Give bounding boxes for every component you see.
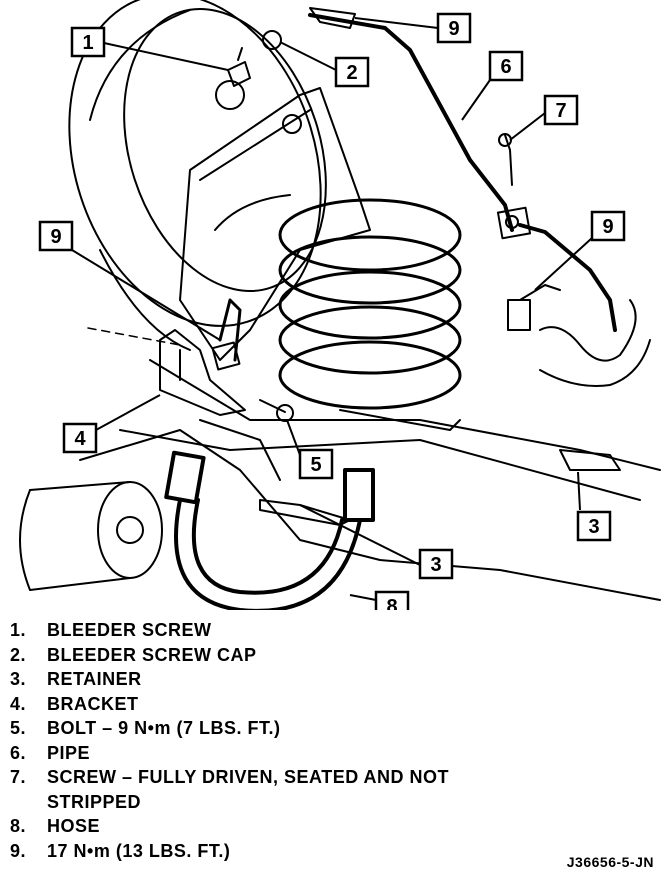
bushing: [19, 481, 163, 591]
callout-2: 2: [334, 56, 370, 88]
legend-label: 17 N•m (13 LBS. FT.): [47, 840, 231, 861]
svg-text:3: 3: [430, 554, 441, 576]
brake-line-diagram: 1 2 9 6 7 9 9 4: [19, 0, 661, 610]
legend-label: RETAINER: [47, 669, 142, 689]
brake-pipe: [308, 13, 617, 332]
retainer-clip: [259, 449, 621, 526]
svg-text:9: 9: [50, 226, 61, 248]
brake-hose: [164, 450, 375, 610]
svg-text:9: 9: [448, 18, 459, 40]
legend-number: 3.: [10, 669, 27, 689]
callout-4: 4: [62, 422, 98, 454]
svg-text:3: 3: [588, 516, 599, 538]
callout-9-right: 9: [590, 210, 626, 242]
callout-9-left: 9: [38, 220, 74, 252]
legend-label: HOSE: [47, 816, 101, 836]
lower-control-arm: [79, 359, 661, 601]
svg-text:1: 1: [82, 32, 93, 54]
legend-label: SCREW – FULLY DRIVEN, SEATED AND NOT STR…: [47, 767, 450, 812]
callout-9-top: 9: [436, 12, 472, 44]
legend-item: 3. RETAINER: [10, 667, 650, 692]
pipe-bracket: [496, 133, 532, 240]
legend-number: 1.: [10, 620, 27, 640]
leader-lines: [71, 17, 593, 601]
callout-3-right: 3: [576, 510, 612, 542]
legend-number: 9.: [10, 840, 27, 861]
hose-bracket: [159, 329, 246, 416]
svg-text:5: 5: [310, 454, 321, 476]
parts-legend: 1. BLEEDER SCREW 2. BLEEDER SCREW CAP 3.…: [10, 618, 650, 863]
legend-label: BLEEDER SCREW CAP: [47, 644, 257, 665]
svg-text:7: 7: [555, 100, 566, 122]
legend-number: 2.: [10, 644, 27, 665]
callout-8: 8: [374, 590, 410, 610]
legend-number: 6.: [10, 742, 27, 763]
callout-5: 5: [298, 448, 334, 480]
svg-text:2: 2: [346, 62, 357, 84]
legend-number: 5.: [10, 718, 27, 738]
legend-item: 2. BLEEDER SCREW CAP: [10, 643, 650, 668]
callout-7: 7: [543, 94, 579, 126]
svg-text:8: 8: [386, 596, 397, 610]
legend-item: 5. BOLT – 9 N•m (7 LBS. FT.): [10, 716, 650, 741]
legend-item: 9. 17 N•m (13 LBS. FT.): [10, 839, 650, 864]
coil-spring: [278, 198, 462, 410]
svg-text:4: 4: [74, 428, 86, 450]
legend-item: 4. BRACKET: [10, 692, 650, 717]
legend-number: 4.: [10, 693, 27, 714]
callout-1: 1: [70, 26, 106, 58]
legend-label: PIPE: [47, 742, 91, 763]
sensor-wire: [507, 284, 651, 387]
legend-item: 8. HOSE: [10, 814, 650, 839]
legend-item: 1. BLEEDER SCREW: [10, 618, 650, 643]
legend-item: 6. PIPE: [10, 741, 650, 766]
svg-text:6: 6: [500, 56, 511, 78]
figure-id: J36656-5-JN: [566, 854, 654, 870]
legend-label: BLEEDER SCREW: [47, 620, 212, 640]
callout-3-bottom: 3: [418, 548, 454, 580]
callout-6: 6: [488, 50, 524, 82]
legend-number: 7.: [10, 767, 27, 787]
legend-label: BOLT – 9 N•m (7 LBS. FT.): [47, 718, 281, 738]
bolt: [259, 399, 294, 422]
legend-item: 7. SCREW – FULLY DRIVEN, SEATED AND NOT …: [10, 765, 650, 814]
callouts: 1 2 9 6 7 9 9 4: [38, 12, 626, 610]
legend-number: 8.: [10, 816, 27, 836]
svg-text:9: 9: [602, 216, 613, 238]
bleeder-screw: [227, 47, 251, 87]
legend-label: BRACKET: [47, 693, 139, 714]
